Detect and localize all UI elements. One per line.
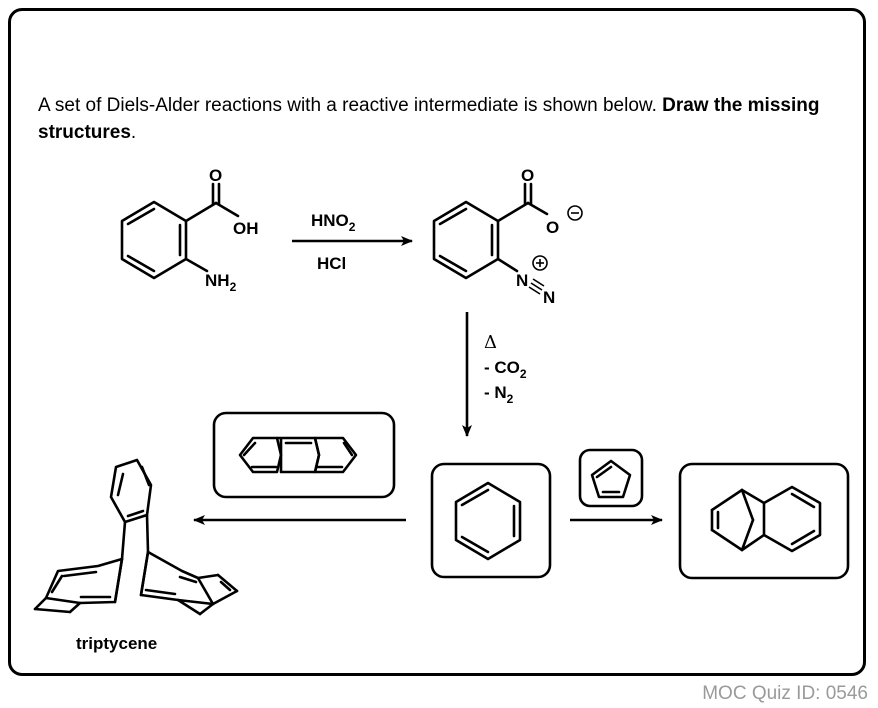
diazonium-n2: N	[543, 288, 555, 307]
reagent-nitrous-acid: HNO2	[311, 211, 356, 234]
triptycene-label: triptycene	[76, 634, 157, 653]
diazonium-carbonyl-oxygen: O	[521, 166, 534, 185]
reagent-hno-subscript: 2	[349, 220, 356, 234]
anthranilic-acid-structure: O OH NH2	[120, 166, 259, 294]
loss-co2-subscript: 2	[520, 367, 527, 381]
triptycene-structure	[33, 458, 239, 616]
question-card	[8, 8, 866, 676]
carbonyl-oxygen-label: O	[209, 166, 222, 185]
heat-symbol: Δ	[484, 332, 497, 353]
question-prompt: A set of Diels-Alder reactions with a re…	[38, 92, 868, 146]
positive-charge-icon	[532, 255, 548, 271]
amine-nh: NH	[205, 271, 230, 290]
loss-n2-text: - N	[484, 383, 507, 402]
prompt-bold-text: Draw the missing structures	[38, 95, 820, 143]
prompt-end: .	[130, 122, 137, 143]
loss-n2: - N2	[484, 383, 514, 406]
benzyne-structure	[454, 481, 522, 561]
reagent-hcl: HCl	[317, 254, 346, 273]
loss-co2-text: - CO	[484, 358, 520, 377]
diazonium-carboxylate-structure: O O N N	[432, 166, 583, 307]
amine-subscript: 2	[230, 280, 237, 294]
reagent-hno: HNO	[311, 211, 349, 230]
product-answer-box	[678, 462, 850, 580]
quiz-id-footer: MOC Quiz ID: 0546	[702, 683, 868, 704]
benzonorbornadiene-structure	[710, 485, 822, 553]
anthracene-structure	[238, 436, 358, 474]
loss-co2: - CO2	[484, 358, 527, 381]
loss-n2-subscript: 2	[507, 392, 514, 406]
cyclopentadiene-structure	[590, 459, 632, 499]
hydroxyl-label: OH	[233, 219, 259, 238]
carboxylate-oxygen: O	[546, 218, 559, 237]
anthracene-answer-box	[212, 411, 396, 499]
diazonium-n1: N	[516, 271, 528, 290]
prompt-text: A set of Diels-Alder reactions with a re…	[38, 95, 663, 116]
amine-label: NH2	[205, 271, 237, 294]
cyclopentadiene-box	[578, 448, 644, 508]
negative-charge-icon	[567, 205, 583, 221]
benzyne-answer-box	[430, 462, 552, 579]
